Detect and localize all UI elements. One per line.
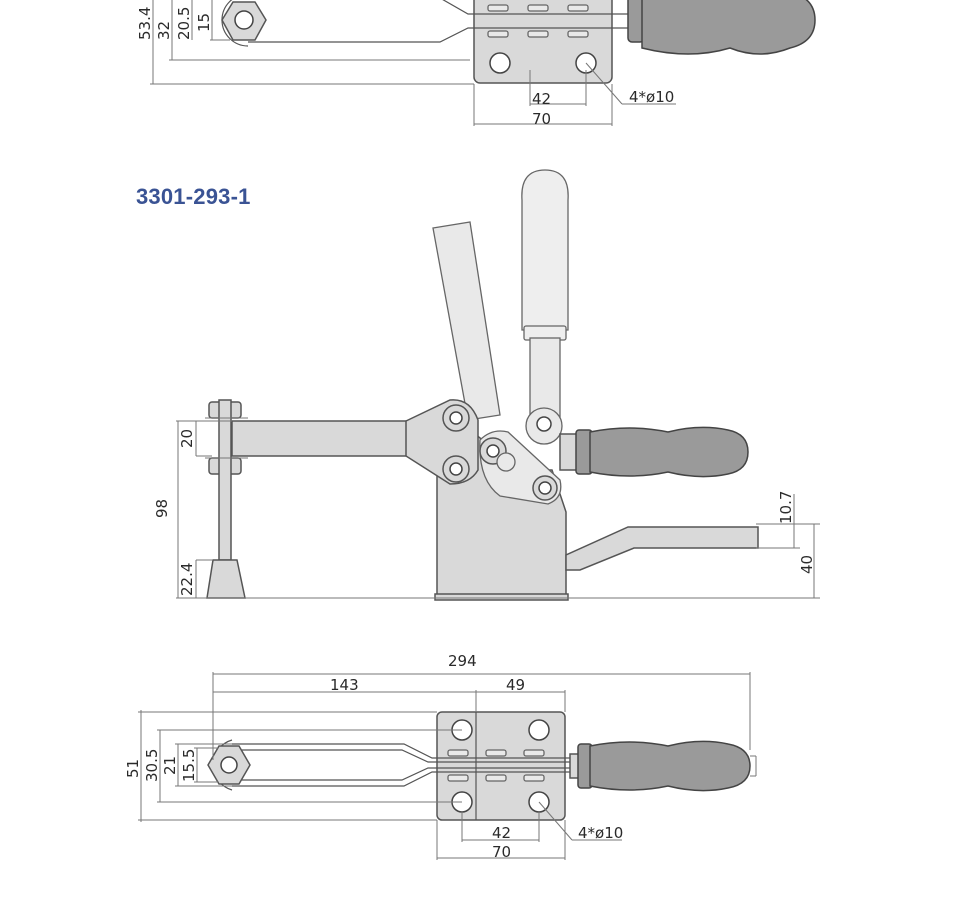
- spindle-bolt: [218, 399, 232, 561]
- handle-grip-icon: [641, 0, 816, 55]
- clamp-arm: [231, 420, 409, 457]
- plate-slot: [523, 749, 545, 757]
- dim-70: 70: [492, 843, 511, 861]
- mount-hole: [489, 52, 511, 74]
- dim-10-7: 10.7: [777, 491, 795, 524]
- plate-slot: [447, 774, 469, 782]
- plate-slot: [567, 30, 589, 38]
- plate-slot: [487, 4, 509, 12]
- plate-slot: [523, 774, 545, 782]
- clamp-base: [434, 593, 569, 601]
- dim-21: 21: [161, 756, 179, 775]
- clamp-arm-lower-inner: [232, 767, 580, 781]
- dim-42: 42: [532, 90, 551, 108]
- dim-40: 40: [798, 555, 816, 574]
- model-title: 3301-293-1: [136, 184, 251, 209]
- mount-hole: [528, 719, 550, 741]
- dim-70: 70: [532, 110, 551, 128]
- plate-slot: [485, 774, 507, 782]
- lower-lever: [565, 526, 759, 571]
- dim-98: 98: [153, 499, 171, 518]
- plate-slot: [567, 4, 589, 12]
- dim-22-4: 22.4: [178, 563, 196, 596]
- plate-slot: [527, 30, 549, 38]
- clamp-arm-upper: [232, 743, 580, 759]
- dim-20-5: 20.5: [175, 7, 193, 40]
- plate-slot: [487, 30, 509, 38]
- base-plate: [436, 711, 566, 821]
- link-pivot: [496, 452, 516, 472]
- dim-42: 42: [492, 824, 511, 842]
- dim-49: 49: [506, 676, 525, 694]
- dim-51: 51: [124, 759, 142, 778]
- clamp-arm-upper-inner: [232, 749, 580, 763]
- clamp-arm-upper: [442, 0, 630, 15]
- holes-label: 4*ø10: [578, 824, 623, 842]
- spindle-tip: [206, 559, 246, 599]
- link-pin: [486, 444, 500, 458]
- arm-open-position: [432, 221, 501, 421]
- top-view-partial: 53.4 32 20.5 15 42 70 4*ø10: [136, 0, 816, 128]
- holes-label: 4*ø10: [629, 88, 674, 106]
- arm-pivot-pin: [449, 462, 463, 476]
- link-pin: [538, 481, 552, 495]
- side-view: 20 98 22.4 10.7 40: [153, 169, 820, 601]
- dim-32: 32: [155, 21, 173, 40]
- arm-pivot-pin: [449, 411, 463, 425]
- handle-open-position: [521, 169, 569, 331]
- dim-53-4: 53.4: [136, 7, 154, 40]
- top-view: 294 143 49 51 30.5 21 15.5: [124, 652, 757, 861]
- clamp-arm-lower: [248, 27, 630, 43]
- dim-15-5: 15.5: [180, 749, 198, 782]
- dim-30-5: 30.5: [143, 749, 161, 782]
- dim-143: 143: [330, 676, 359, 694]
- dim-15: 15: [195, 13, 213, 32]
- handle-grip-icon: [589, 740, 751, 792]
- dim-294: 294: [448, 652, 477, 670]
- pivot-pin: [536, 416, 552, 432]
- plate-slot: [447, 749, 469, 757]
- plate-slot: [485, 749, 507, 757]
- clamp-arm-lower: [232, 771, 580, 787]
- dim-20: 20: [178, 429, 196, 448]
- plate-slot: [527, 4, 549, 12]
- spindle-hole: [220, 756, 238, 774]
- spindle-hole: [234, 10, 254, 30]
- handle-grip-icon: [589, 426, 749, 478]
